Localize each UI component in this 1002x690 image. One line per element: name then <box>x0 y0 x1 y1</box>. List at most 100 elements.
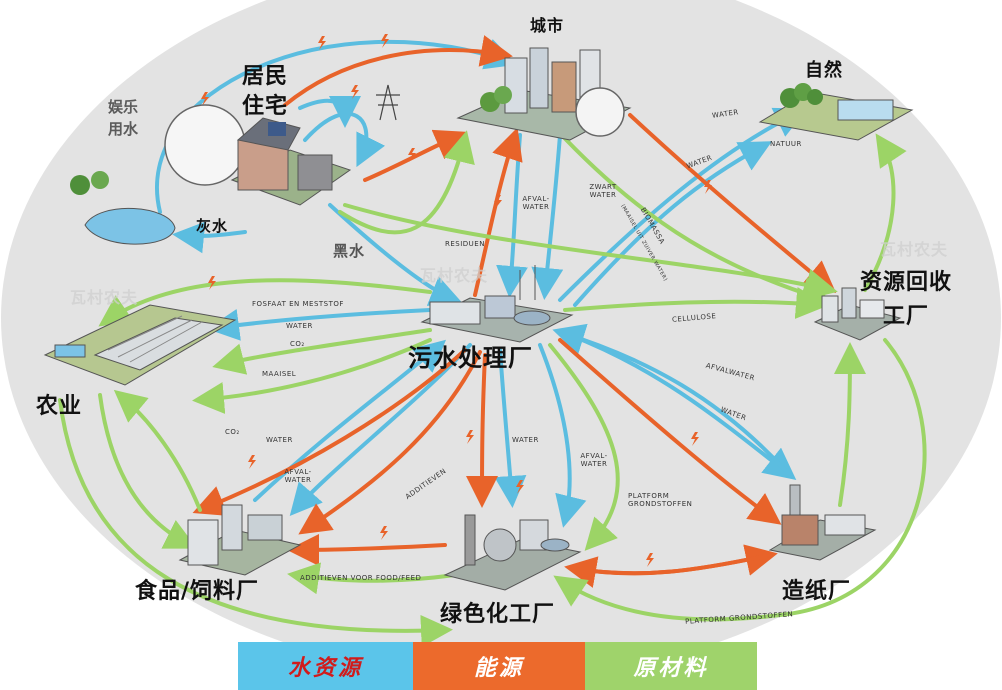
label-agriculture: 农业 <box>36 394 83 419</box>
lightning-icon <box>494 195 502 209</box>
flow-label-co2-agri: CO₂ <box>290 340 305 348</box>
energy-bolts <box>201 34 712 567</box>
material-arrow <box>563 287 828 319</box>
lightning-icon <box>351 85 359 99</box>
flow-label-platform: PLATFORM GRONDSTOFFEN <box>628 492 693 508</box>
watermark: 瓦村农夫 <box>420 266 489 285</box>
legend-material: 原材料 <box>585 642 757 690</box>
lightning-icon <box>516 480 524 494</box>
lightning-icon <box>408 148 416 162</box>
flow-label-residuen: RESIDUEN <box>445 240 485 248</box>
water-arrow <box>494 348 527 508</box>
flow-label-afvalwater-chem: AFVAL-WATER <box>580 452 608 468</box>
energy-arrow <box>628 113 837 294</box>
energy-arrow <box>283 35 513 107</box>
energy-arrow <box>287 533 447 566</box>
label-wastewater-plant: 污水处理厂 <box>408 344 533 372</box>
water-arrow <box>538 343 587 528</box>
paper-factory-illustration <box>768 484 877 561</box>
flow-label-maaisel: MAAISEL <box>262 370 297 378</box>
water-flows <box>155 39 808 528</box>
material-arrow <box>548 343 620 551</box>
lightning-icon <box>201 92 209 106</box>
recycling-factory-illustration <box>813 287 902 341</box>
lightning-icon <box>380 526 388 540</box>
flow-label-fosfaat: FOSFAAT EN MESTSTOF <box>252 300 344 308</box>
water-arrow <box>207 308 432 341</box>
agriculture-illustration <box>43 304 237 386</box>
material-arrow <box>58 398 453 647</box>
material-arrow <box>338 130 475 235</box>
food-factory-illustration <box>178 504 302 576</box>
flow-label-co2-food: CO₂ <box>225 428 240 436</box>
material-arrow <box>98 393 198 549</box>
label-residential-line2: 住宅 <box>242 94 289 119</box>
city-illustration <box>456 47 632 141</box>
watermark: 瓦村农夫 <box>880 240 949 259</box>
material-arrow <box>343 203 838 301</box>
lightning-icon <box>691 432 699 446</box>
label-paper: 造纸厂 <box>782 579 852 604</box>
wastewater-plant-illustration <box>420 265 574 343</box>
lightning-icon <box>208 276 216 290</box>
green-chem-illustration <box>443 514 582 591</box>
flow-label-afvalwater-city: AFVAL-WATER <box>522 195 550 211</box>
label-recycling: 资源回收 工厂 <box>860 266 952 334</box>
energy-flows <box>192 35 837 588</box>
lightning-icon <box>318 36 326 50</box>
flow-label-natuur: NATUUR <box>770 140 802 148</box>
material-flows <box>58 126 927 647</box>
material-arrow <box>192 338 432 414</box>
label-food-feed: 食品/饲料厂 <box>135 579 260 604</box>
label-recycling-line2: 工厂 <box>883 304 930 329</box>
watermark: 瓦村农夫 <box>70 288 139 307</box>
flow-label-zwart-water: ZWART WATER <box>589 183 617 199</box>
material-arrow <box>833 342 866 507</box>
label-residential-line1: 居民 <box>242 64 289 89</box>
lightning-icon <box>466 430 474 444</box>
pond-illustration <box>70 171 176 245</box>
flow-label-afvalwater-food: AFVAL-WATER <box>284 468 312 484</box>
water-arrow <box>573 141 773 307</box>
label-recreation-water: 娱乐 用水 <box>108 96 138 140</box>
flow-label-additieven-food: ADDITIEVEN VOOR FOOD/FEED <box>300 574 422 582</box>
label-recreation-line1: 娱乐 <box>108 98 139 116</box>
flow-label-water-agri: WATER <box>286 322 313 330</box>
energy-arrow <box>564 553 772 588</box>
flow-label-water-food: WATER <box>266 436 293 444</box>
water-arrow <box>531 133 564 300</box>
energy-arrow <box>558 338 782 525</box>
energy-arrow <box>466 353 499 508</box>
label-green-chem: 绿色化工厂 <box>440 602 556 627</box>
lightning-icon <box>704 180 712 194</box>
flow-label-water-chem: WATER <box>512 436 539 444</box>
water-arrow <box>558 107 808 302</box>
water-arrow <box>172 221 247 254</box>
material-arrow <box>212 328 432 375</box>
label-city: 城市 <box>530 16 565 35</box>
label-greywater: 灰水 <box>196 217 229 235</box>
label-recreation-line2: 用水 <box>108 120 139 138</box>
water-arrow <box>155 39 518 214</box>
energy-arrow <box>298 350 482 535</box>
label-residential: 居民 住宅 <box>242 62 288 122</box>
residential-illustration <box>164 104 352 206</box>
legend-water: 水资源 <box>238 642 413 690</box>
material-arrow <box>553 126 833 309</box>
label-nature: 自然 <box>805 60 843 81</box>
label-recycling-line1: 资源回收 <box>860 270 953 295</box>
lightning-icon <box>248 455 256 469</box>
energy-arrow <box>473 127 523 297</box>
lightning-icon <box>381 34 389 48</box>
water-arrow <box>552 323 787 472</box>
water-arrow <box>328 203 463 306</box>
power-pylon <box>376 84 400 121</box>
water-arrow <box>253 339 447 502</box>
material-arrow <box>863 133 907 292</box>
material-arrow <box>98 278 432 327</box>
water-arrow <box>298 95 361 128</box>
label-blackwater: 黑水 <box>333 242 366 260</box>
material-arrow <box>287 562 457 595</box>
